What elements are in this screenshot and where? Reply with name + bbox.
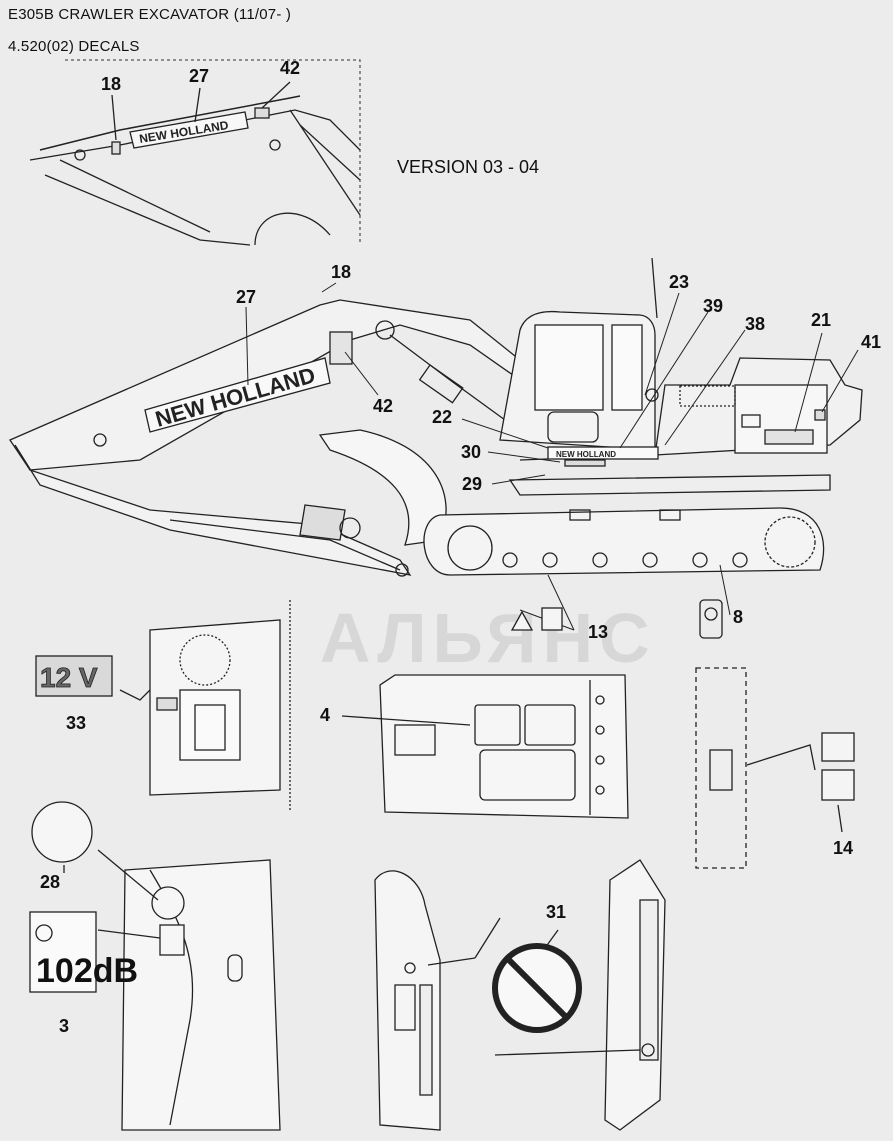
track-decals <box>510 599 723 639</box>
callout-33: 33 <box>66 713 87 733</box>
section-title: 4.520(02) DECALS <box>8 38 140 55</box>
callout-13: 13 <box>588 622 609 642</box>
callout-21: 21 <box>811 310 832 330</box>
callout-30: 30 <box>461 442 482 462</box>
track-rollers <box>502 552 748 568</box>
battery-box-view: 12 V <box>35 600 291 810</box>
brand-decal-cab: NEW HOLLAND <box>556 450 616 459</box>
document-title: E305B CRAWLER EXCAVATOR (11/07- ) <box>8 6 292 23</box>
decal-noise: 102dB <box>36 952 138 990</box>
cab-interior-view: 102dB <box>29 801 281 1131</box>
callout-18: 18 <box>331 262 352 282</box>
decal-12v: 12 V <box>40 662 98 693</box>
callout-31: 31 <box>546 902 567 922</box>
version-label: VERSION 03 - 04 <box>397 157 540 177</box>
callout-8: 8 <box>733 607 744 627</box>
callout-38: 38 <box>745 314 766 334</box>
callout-23: 23 <box>669 272 690 292</box>
joystick-view <box>374 859 666 1131</box>
excavator-main-view: NEW HOLLAND NEW HOLLAND <box>9 257 863 577</box>
callout-39: 39 <box>703 296 724 316</box>
callout-22: 22 <box>432 407 453 427</box>
callout-3: 3 <box>59 1016 70 1036</box>
callout-4: 4 <box>320 705 331 725</box>
callout-28: 28 <box>40 872 61 892</box>
watermark: АЛЬЯНС <box>320 599 656 677</box>
callout-14: 14 <box>833 838 854 858</box>
callout-29: 29 <box>462 474 483 494</box>
callout-27-top: 27 <box>189 66 210 86</box>
console-view <box>341 674 629 819</box>
callout-41: 41 <box>861 332 882 352</box>
callout-42: 42 <box>373 396 394 416</box>
callout-18-top: 18 <box>101 74 122 94</box>
top-inset-boom-detail: NEW HOLLAND <box>29 59 361 246</box>
callout-42-top: 42 <box>280 58 301 78</box>
side-panel-view <box>695 667 855 869</box>
callout-27: 27 <box>236 287 257 307</box>
